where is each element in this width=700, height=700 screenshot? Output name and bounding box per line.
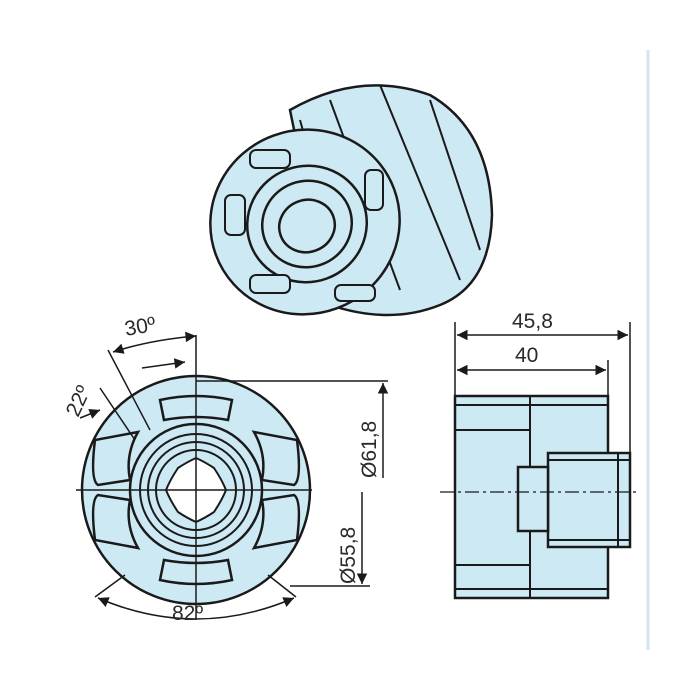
angle-30-label: 30º: [123, 313, 158, 341]
diameter-55-8-label: Ø55,8: [337, 527, 360, 584]
front-view: 30º 22º Ø61,8 Ø55,8 82º: [62, 313, 389, 625]
isometric-view: [209, 84, 494, 317]
angle-82-label: 82º: [172, 602, 203, 625]
side-view: 45,8 40: [440, 310, 640, 600]
length-40-label: 40: [515, 344, 538, 367]
length-45-8-label: 45,8: [512, 310, 553, 333]
diameter-61-8-label: Ø61,8: [358, 421, 381, 478]
